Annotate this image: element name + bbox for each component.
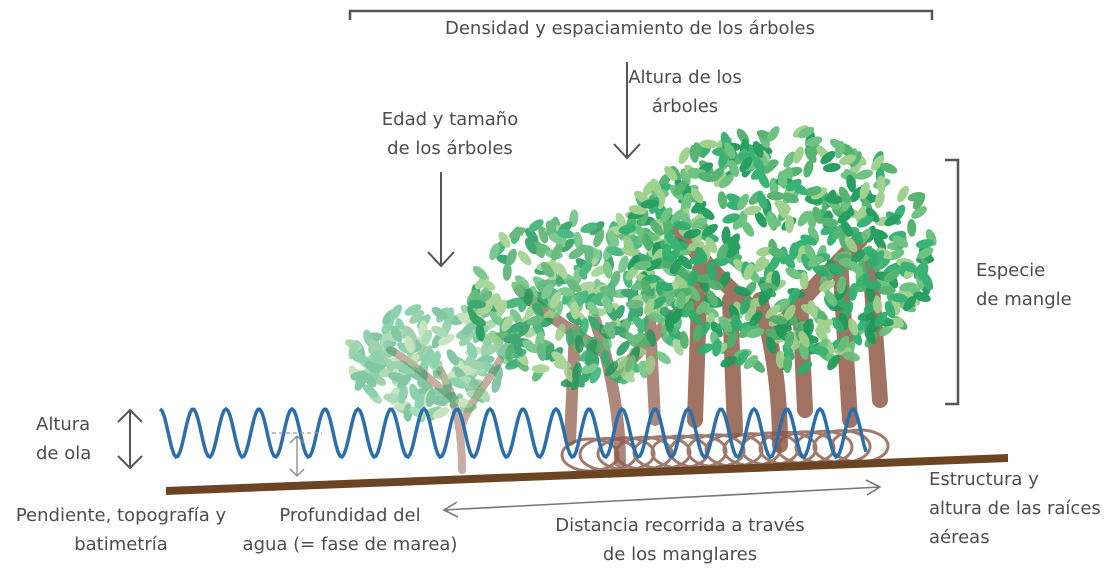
distance-label: Distancia recorrida a través de los mang… bbox=[555, 515, 805, 565]
tree-height-label: Altura de los árboles bbox=[628, 67, 742, 117]
small-tree-canopy bbox=[345, 304, 518, 423]
tree-height-arrow bbox=[613, 62, 641, 160]
wave-height-arrow bbox=[117, 408, 143, 470]
species-bracket bbox=[945, 158, 960, 406]
ground-slope bbox=[166, 454, 1008, 495]
roots-label: Estructura y altura de las raíces aéreas bbox=[929, 469, 1101, 548]
wave-line bbox=[158, 406, 868, 460]
density-bracket bbox=[348, 9, 934, 20]
wave-height-label: Altura de ola bbox=[36, 414, 92, 464]
density-label: Densidad y espaciamiento de los árboles bbox=[444, 18, 815, 39]
species-label: Especie de mangle bbox=[976, 260, 1072, 310]
large-tree-canopy bbox=[618, 125, 937, 375]
mangrove-trees bbox=[345, 125, 937, 474]
slope-label: Pendiente, topografía y batimetría bbox=[15, 505, 227, 555]
age-size-arrow bbox=[427, 172, 455, 268]
water-depth-arrow bbox=[289, 435, 305, 477]
distance-arrow bbox=[442, 479, 882, 518]
age-size-label: Edad y tamaño de los árboles bbox=[381, 109, 519, 159]
water-depth-label: Profundidad del agua (= fase de marea) bbox=[242, 505, 458, 555]
